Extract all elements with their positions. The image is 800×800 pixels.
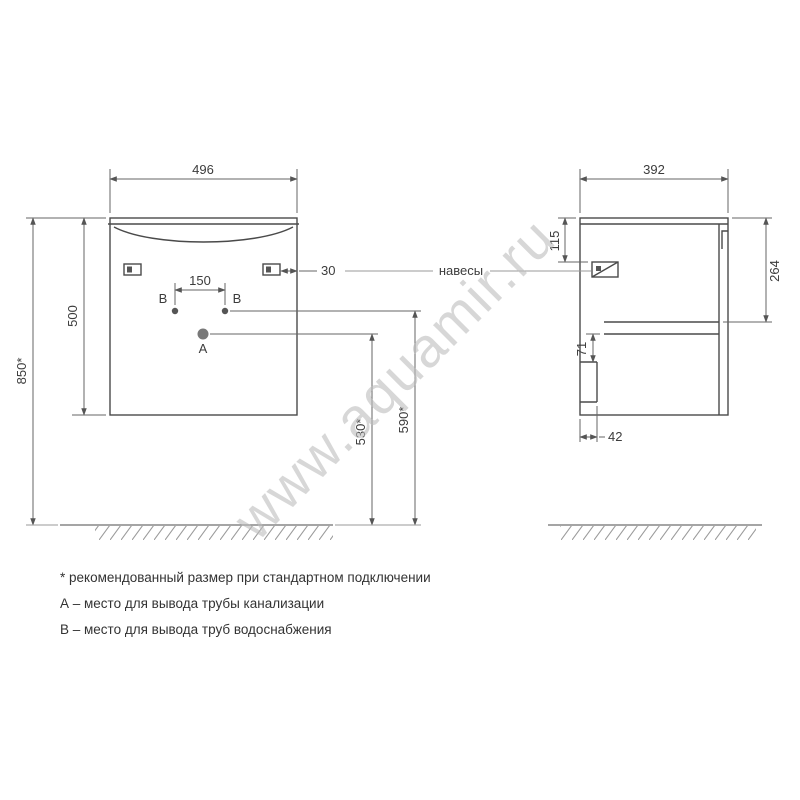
point-a-label: A — [199, 341, 208, 356]
note-point-b: В – место для вывода труб водоснабжения — [60, 622, 332, 637]
point-a-marker — [197, 328, 209, 340]
hangers-callout: навесы — [345, 263, 591, 278]
side-hanger — [591, 261, 619, 278]
dim-front-width: 496 — [109, 162, 298, 213]
ground-left — [60, 524, 333, 540]
front-view: 496 500 850* 30 150 B — [14, 162, 421, 526]
side-cabinet-body — [579, 217, 729, 416]
dim-supply-height: 590* — [230, 310, 421, 526]
notes: * рекомендованный размер при стандартном… — [60, 570, 431, 637]
floor-hatching — [560, 526, 756, 540]
dim-front-height-value: 500 — [65, 305, 80, 327]
side-cabinet-outline — [579, 217, 729, 416]
point-b-right-marker — [221, 307, 229, 315]
dim-front-width-value: 496 — [192, 162, 214, 177]
dim-shelf-gap-value: 71 — [574, 342, 589, 356]
front-cabinet-outline — [108, 217, 299, 416]
dim-hanger-offset: 30 — [280, 263, 335, 278]
side-view: 392 115 264 71 42 — [547, 162, 782, 444]
outlet-points: B B A — [159, 291, 242, 356]
dim-outlet-spacing: 150 — [174, 273, 226, 305]
dim-shelf-gap: 71 — [574, 333, 600, 363]
front-hanger-left — [123, 263, 142, 276]
floor-hatching — [95, 526, 333, 540]
dim-hanger-top-value: 115 — [547, 231, 562, 252]
hangers-callout-label: навесы — [439, 263, 483, 278]
dim-outlet-spacing-value: 150 — [189, 273, 211, 288]
front-hanger-right — [262, 263, 281, 276]
note-point-a: А – место для вывода трубы канализации — [60, 596, 324, 611]
point-b-left-label: B — [159, 291, 168, 306]
dim-mount-height: 850* — [14, 217, 58, 526]
dim-hanger-offset-value: 30 — [321, 263, 335, 278]
dim-interior-height: 264 — [723, 217, 782, 323]
dim-front-height: 500 — [26, 217, 106, 416]
point-b-right-label: B — [233, 291, 242, 306]
point-b-left-marker — [171, 307, 179, 315]
dim-back-recess: 42 — [579, 406, 622, 444]
dim-supply-height-value: 590* — [396, 407, 411, 434]
front-cabinet-body — [109, 217, 298, 416]
dim-interior-height-value: 264 — [767, 260, 782, 282]
dim-side-depth: 392 — [579, 162, 729, 213]
dim-hanger-top: 115 — [547, 217, 588, 263]
side-handle-groove — [721, 230, 728, 249]
ground-right — [548, 524, 762, 540]
dim-drain-height: 530* — [210, 333, 378, 526]
dim-mount-height-value: 850* — [14, 358, 29, 385]
dim-side-depth-value: 392 — [643, 162, 665, 177]
note-recommended-size: * рекомендованный размер при стандартном… — [60, 570, 431, 585]
dim-drain-height-value: 530* — [353, 419, 368, 446]
front-handle-groove — [113, 226, 294, 243]
dim-back-recess-value: 42 — [608, 429, 622, 444]
